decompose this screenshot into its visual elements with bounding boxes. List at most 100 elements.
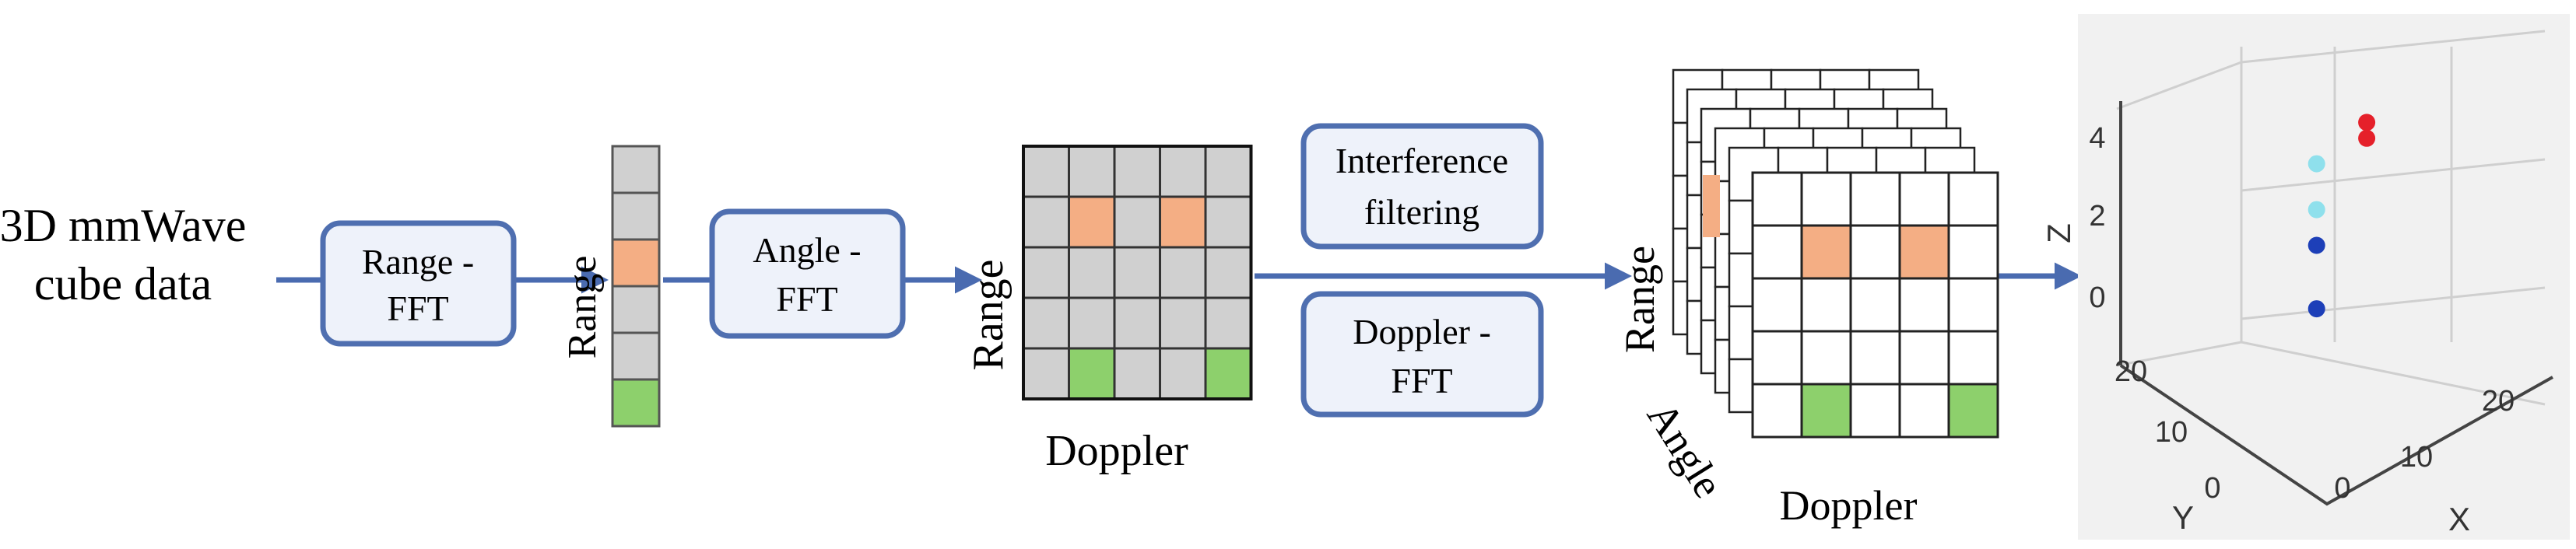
rd-map-cell-r4-c4 [1204,347,1252,400]
rd-map-cell-r0-c2 [1113,145,1161,198]
pc-x-label: X [2448,501,2470,537]
cube-front-layer-cell-r0-c2 [1849,171,1901,227]
cube-front-layer-cell-r3-c1 [1800,330,1852,386]
cube-front-layer-cell-r1-c0 [1751,224,1803,280]
rd-map-border [1022,145,1253,400]
doppler-fft-line-1: Doppler - [1353,312,1491,351]
range-doppler-map [1022,145,1253,400]
pc-y-tick-1: 10 [2155,416,2188,449]
rd-map-cell-r3-c2 [1113,296,1161,350]
interference-line-2: filtering [1364,192,1479,232]
point-cloud-background [2078,14,2570,540]
interference-filtering-box [1300,123,1544,250]
cube-front-layer-cell-r1-c1 [1800,224,1852,280]
pc-point-s1-1 [2308,201,2325,219]
rd-map-cell-r0-c4 [1204,145,1252,198]
pc-point-s2-1 [2308,300,2325,318]
cube-front-layer-cell-r2-c2 [1849,277,1901,333]
pc-z-tick-2: 0 [2089,281,2105,314]
pc-grid-back-h-0 [2241,30,2546,64]
rd-map-cell-r4-c0 [1022,347,1070,400]
cube-front-layer-cell-r0-c1 [1800,171,1852,227]
cube-range-label: Range [1616,246,1663,353]
pc-z-tick-0: 4 [2089,122,2105,155]
pc-grid-back-h-2 [2241,286,2546,320]
point-cloud-points [2308,114,2376,318]
cube-front-layer-cell-r0-c0 [1751,171,1803,227]
cube-front-layer-cell-r4-c0 [1751,383,1803,439]
rd-map-cell-r2-c4 [1204,246,1252,299]
pc-y-label: Y [2172,499,2194,536]
pc-point-s0-1 [2358,129,2376,147]
range-fft-line-1: Range - [362,242,474,281]
pc-point-s0-0 [2358,114,2376,131]
pc-y-tick-0: 20 [2114,355,2147,388]
cube-front-layer-cell-r2-c4 [1947,277,1999,333]
cube-inner-orange-cell [1703,175,1720,237]
rd-map-cell-r3-c0 [1022,296,1070,350]
cube-front-layer-cell-r4-c1 [1800,383,1852,439]
pc-axis-lines [2119,364,2553,506]
range-fft-box [320,220,517,347]
range-fft-step: Range - FFT [320,220,517,347]
pc-x-tick-0: 0 [2334,472,2350,505]
cube-angle-label: Angle [1638,394,1732,506]
doppler-fft-step: Doppler - FFT [1300,291,1544,418]
rd-map-cell-r1-c4 [1204,195,1252,249]
range-vector-cell-4 [611,331,661,381]
interference-line-1: Interference [1335,141,1508,180]
rd-map-cell-r1-c0 [1022,195,1070,249]
range-vector [611,145,661,428]
pc-grid-back-h-1 [2241,158,2546,192]
rd-map-cell-r0-c0 [1022,145,1070,198]
doppler-fft-box [1300,291,1544,418]
cube-front-layer-cell-r2-c0 [1751,277,1803,333]
pc-point-s2-0 [2308,236,2325,254]
cube-front-layer-cell-r3-c0 [1751,330,1803,386]
rd-map-cell-r4-c2 [1113,347,1161,400]
angle-fft-line-1: Angle - [753,230,861,270]
cube-front-layer-cell-r4-c3 [1898,383,1950,439]
pc-point-s1-0 [2308,155,2325,173]
rd-map-cell-r0-c3 [1159,145,1207,198]
rd-map-cell-r2-c2 [1113,246,1161,299]
cube-front-layer-cell-r2-c1 [1800,277,1852,333]
input-line-2: cube data [34,258,212,309]
cube-front-layer-cell-r1-c2 [1849,224,1901,280]
rd-map-cell-r3-c3 [1159,296,1207,350]
rd-map-cell-r4-c3 [1159,347,1207,400]
range-vector-cell-3 [611,285,661,334]
cube-front-layer-cell-r2-c3 [1898,277,1950,333]
cube-front-layer-cell-r4-c2 [1849,383,1901,439]
angle-fft-line-2: FFT [776,279,837,319]
rd-map-cell-r1-c1 [1068,195,1116,249]
rd-map-range-label: Range [964,259,1013,370]
rd-map-cell-r4-c1 [1068,347,1116,400]
doppler-fft-line-2: FFT [1391,361,1452,400]
rd-map-cell-r3-c4 [1204,296,1252,350]
rd-map-cell-r2-c3 [1159,246,1207,299]
range-vector-cell-1 [611,191,661,241]
rd-map-cell-r1-c2 [1113,195,1161,249]
pc-z-tick-1: 2 [2089,200,2105,233]
input-line-1: 3D mmWave [0,200,246,251]
cube-front-layer-cell-r0-c4 [1947,171,1999,227]
cube-front-layer-cell-r3-c2 [1849,330,1901,386]
angle-fft-box [709,208,906,339]
rd-map-cell-r1-c3 [1159,195,1207,249]
pc-x-tick-2: 20 [2482,385,2515,418]
rd-map-cell-r2-c0 [1022,246,1070,299]
range-vector-label: Range [560,256,605,359]
range-angle-doppler-cube [1672,68,1999,439]
rd-map-doppler-label: Doppler [1045,427,1188,475]
rd-map-cell-r3-c1 [1068,296,1116,350]
pc-grid-floor-1 [2116,341,2242,367]
rd-map-cell-r2-c1 [1068,246,1116,299]
cube-front-layer-cell-r3-c3 [1898,330,1950,386]
interference-filtering-step: Interference filtering [1300,123,1544,250]
range-vector-cell-2 [611,238,661,288]
